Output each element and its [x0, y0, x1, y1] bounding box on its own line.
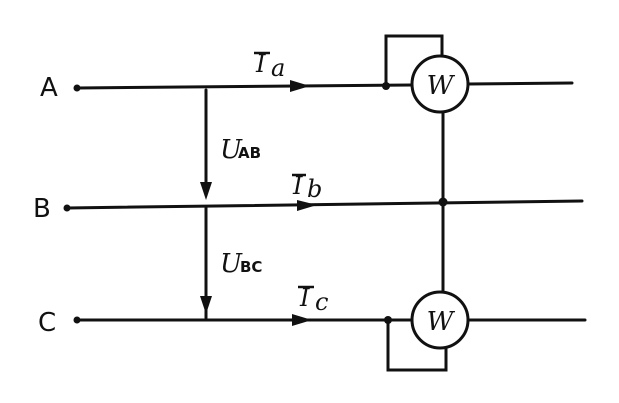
- phase-label-a: A: [40, 73, 58, 103]
- line-a-right: [466, 81, 574, 86]
- current-arrow-a: [290, 80, 310, 92]
- current-label-a: I a: [254, 50, 285, 82]
- wattmeter-2: W: [410, 290, 470, 350]
- line-b: [65, 199, 584, 210]
- junction-c-coil: [384, 316, 392, 324]
- svg-text:BC: BC: [240, 258, 262, 276]
- svg-text:I: I: [255, 50, 266, 78]
- svg-text:I: I: [299, 284, 310, 312]
- voltage-arrow-bc-head: [200, 296, 212, 314]
- junction-a-coil: [382, 82, 390, 90]
- wattmeter-1-label: W: [427, 71, 456, 101]
- line-a-left: [75, 83, 414, 90]
- current-label-c: I c: [298, 284, 328, 316]
- voltage-label-ab: U AB: [220, 135, 261, 165]
- svg-text:U: U: [220, 135, 243, 165]
- wattmeter-2-label: W: [427, 307, 456, 337]
- wattmeter-1-current-coil: [384, 34, 444, 88]
- current-label-b: I b: [292, 172, 322, 203]
- voltage-label-bc: U BC: [220, 249, 262, 279]
- current-arrow-b: [297, 200, 317, 211]
- svg-text:c: c: [315, 288, 328, 316]
- phase-label-c: C: [38, 308, 56, 338]
- phase-label-b: B: [33, 194, 51, 224]
- svg-text:AB: AB: [238, 144, 261, 162]
- svg-text:U: U: [220, 249, 243, 279]
- svg-text:b: b: [307, 175, 322, 203]
- wattmeter-2-current-coil: [386, 318, 448, 372]
- svg-text:a: a: [271, 54, 285, 82]
- svg-text:I: I: [292, 172, 303, 200]
- current-arrow-c: [292, 314, 312, 326]
- junction-b: [438, 197, 448, 207]
- wattmeter-1: W: [410, 54, 470, 114]
- voltage-arrow-ab-head: [200, 182, 212, 200]
